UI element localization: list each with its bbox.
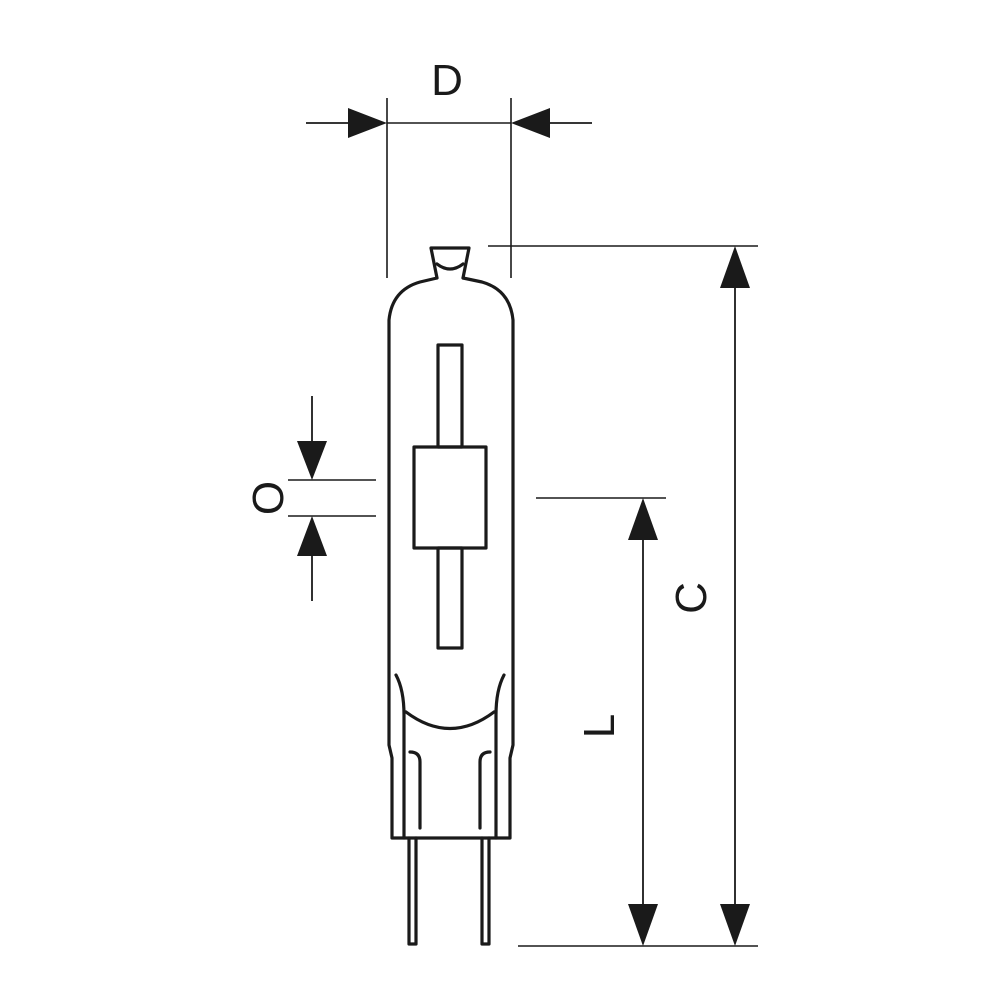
pinch-left <box>394 673 406 840</box>
arrowhead-c-top <box>720 246 750 288</box>
label-c: C <box>667 582 716 614</box>
dimension-d <box>306 98 592 278</box>
label-d: D <box>431 56 463 105</box>
arrowhead-o-bottom <box>297 516 327 556</box>
electrode-lower <box>436 546 464 650</box>
arrowhead-l-top <box>628 498 658 540</box>
pinch-slot-left <box>408 750 422 830</box>
base-pin-right <box>480 836 491 946</box>
lamp-outline <box>387 246 515 946</box>
dimension-c <box>488 245 758 947</box>
arrowhead-d-right <box>511 108 550 138</box>
arc-tube <box>412 445 488 550</box>
label-o: O <box>244 481 293 515</box>
arrowhead-d-left <box>348 108 387 138</box>
base-pin-left <box>407 836 418 946</box>
arrowhead-l-bottom <box>628 904 658 946</box>
exhaust-tip-bowl <box>435 262 465 271</box>
dimension-l <box>536 497 666 946</box>
pinch-seal <box>404 710 496 730</box>
arrowhead-o-top <box>297 441 327 480</box>
pinch-slot-right <box>478 750 492 830</box>
label-l: L <box>575 714 624 738</box>
dimension-o <box>288 396 376 601</box>
exhaust-tip <box>429 246 471 280</box>
glass-envelope <box>387 276 515 840</box>
pinch-right <box>494 673 506 840</box>
electrode-upper <box>436 343 464 449</box>
arrowhead-c-bottom <box>720 904 750 946</box>
